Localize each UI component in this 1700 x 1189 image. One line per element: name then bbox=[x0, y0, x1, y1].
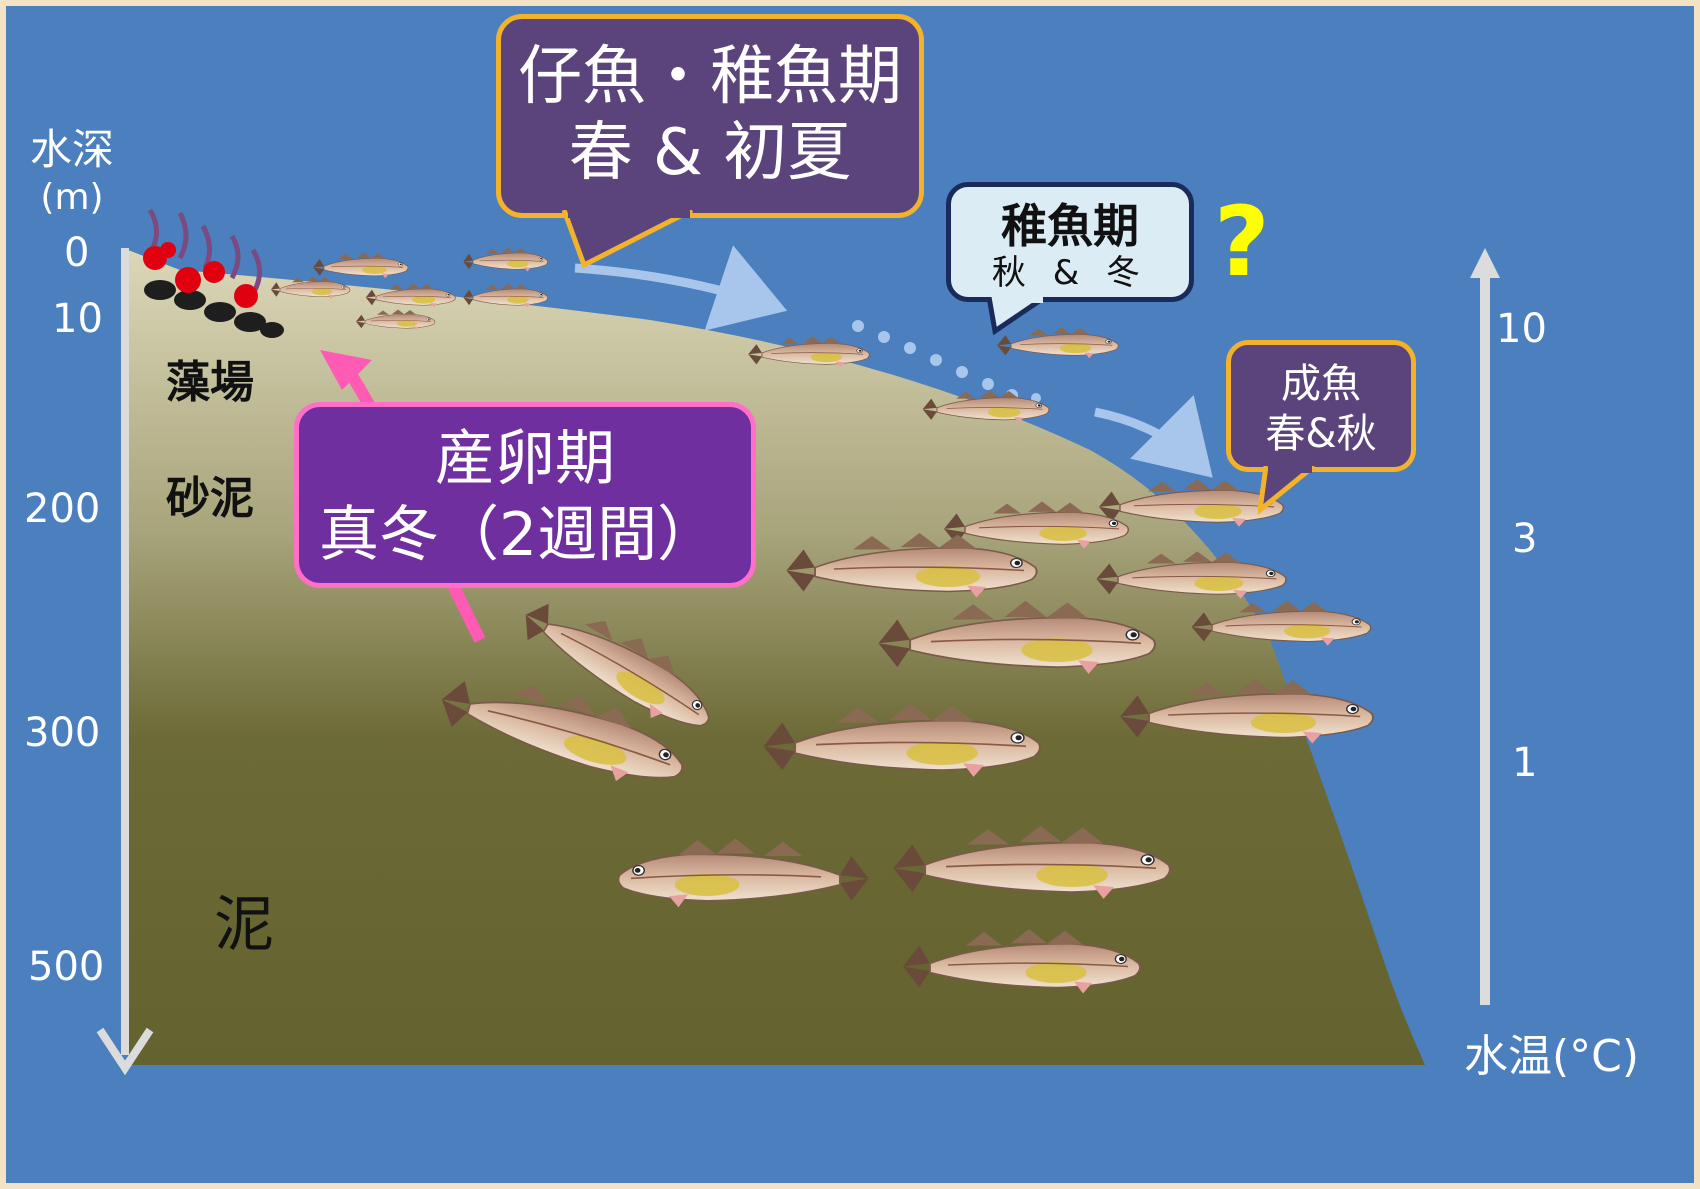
bubble-adult-line1: 成魚 bbox=[1281, 361, 1361, 407]
bubble-spawning-stage: 産卵期 真冬（2週間） bbox=[294, 402, 756, 588]
temp-axis-title: 水温(°C) bbox=[1464, 1031, 1640, 1082]
bubble-larval-tail bbox=[562, 210, 694, 269]
depth-axis-arrowhead bbox=[96, 1027, 154, 1076]
zone-label-sand-mud: 砂泥 bbox=[166, 473, 254, 524]
temp-axis-arrowhead bbox=[1470, 248, 1500, 278]
bubble-juvenile-stage: 稚魚期 秋 & 冬 bbox=[946, 182, 1194, 302]
spawning-arrowhead bbox=[320, 350, 372, 390]
zone-label-seaweed: 藻場 bbox=[166, 357, 254, 408]
temp-tick-3: 3 bbox=[1512, 516, 1538, 562]
temp-tick-1: 1 bbox=[1512, 740, 1538, 786]
depth-tick-200: 200 bbox=[24, 486, 101, 532]
bubble-juvenile-tail bbox=[986, 297, 1047, 336]
migration-arrow-2 bbox=[1094, 394, 1213, 478]
bubble-spawning-line1: 産卵期 bbox=[435, 424, 615, 494]
depth-tick-500: 500 bbox=[28, 944, 105, 990]
depth-tick-10: 10 bbox=[52, 296, 103, 342]
bubble-adult-stage: 成魚 春&秋 bbox=[1226, 340, 1416, 472]
temp-tick-10: 10 bbox=[1496, 306, 1547, 352]
depth-axis-title-line1: 水深 bbox=[29, 125, 114, 174]
zone-label-mud: 泥 bbox=[214, 890, 274, 960]
bubble-larval-line1: 仔魚・稚魚期 bbox=[518, 40, 902, 114]
depth-tick-300: 300 bbox=[24, 710, 101, 756]
depth-axis-title: 水深 (m) bbox=[22, 126, 122, 222]
depth-tick-0: 0 bbox=[64, 230, 90, 276]
migration-arrow-1 bbox=[574, 245, 788, 331]
bubble-juvenile-line2: 秋 & 冬 bbox=[991, 253, 1149, 293]
bubble-larval-line2: 春 & 初夏 bbox=[568, 116, 852, 190]
bubble-adult-tail bbox=[1258, 466, 1316, 515]
depth-axis-title-line2: (m) bbox=[40, 177, 104, 218]
bubble-adult-line2: 春&秋 bbox=[1265, 411, 1377, 457]
seaweed-patch bbox=[143, 208, 284, 338]
question-mark: ? bbox=[1214, 186, 1270, 298]
bubble-larval-stage: 仔魚・稚魚期 春 & 初夏 bbox=[496, 14, 924, 218]
bubble-juvenile-line1: 稚魚期 bbox=[1001, 199, 1139, 253]
bubble-spawning-line2: 真冬（2週間） bbox=[319, 500, 718, 570]
